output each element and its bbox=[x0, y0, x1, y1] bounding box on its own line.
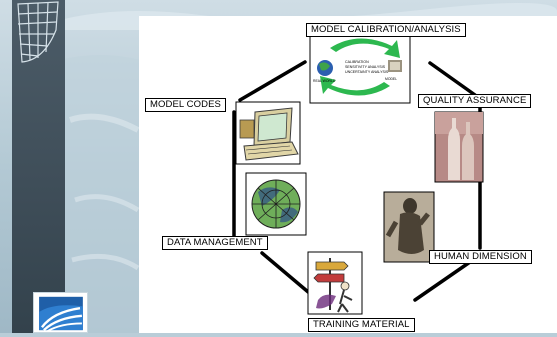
node-label-training: TRAINING MATERIAL bbox=[308, 318, 415, 332]
node-label-data: DATA MANAGEMENT bbox=[162, 236, 268, 250]
edge-codes-calibration bbox=[238, 60, 307, 102]
node-label-human: HUMAN DIMENSION bbox=[429, 250, 532, 264]
calibration-sub-model: MODEL bbox=[385, 77, 397, 81]
edge-calibration-quality bbox=[428, 61, 477, 97]
node-label-codes: MODEL CODES bbox=[145, 98, 226, 112]
edge-human-training bbox=[413, 260, 472, 302]
cycle-arrow-bottom bbox=[320, 76, 390, 96]
computer-clipart bbox=[235, 101, 301, 165]
node-label-quality: QUALITY ASSURANCE bbox=[418, 94, 532, 108]
calibration-cycle-picture bbox=[309, 32, 411, 104]
calibration-sub-real-world: REAL WORLD bbox=[313, 79, 336, 83]
calibration-inner-line-1: CALIBRATION bbox=[345, 60, 369, 64]
net-ornament bbox=[17, 1, 59, 63]
cycle-arrow-top bbox=[330, 38, 400, 58]
calibration-inner-line-3: UNCERTAINTY ANALYSIS bbox=[345, 70, 389, 74]
bottles-photo bbox=[434, 111, 484, 183]
wave-logo-icon bbox=[39, 296, 83, 332]
signpost-clipart bbox=[307, 251, 363, 315]
node-label-calibration: MODEL CALIBRATION/ANALYSIS bbox=[306, 23, 466, 37]
calibration-inner-line-2: SENSITIVITY ANALYSIS bbox=[345, 65, 386, 69]
globe-network-clipart bbox=[245, 172, 307, 236]
statue-photo bbox=[383, 191, 435, 263]
